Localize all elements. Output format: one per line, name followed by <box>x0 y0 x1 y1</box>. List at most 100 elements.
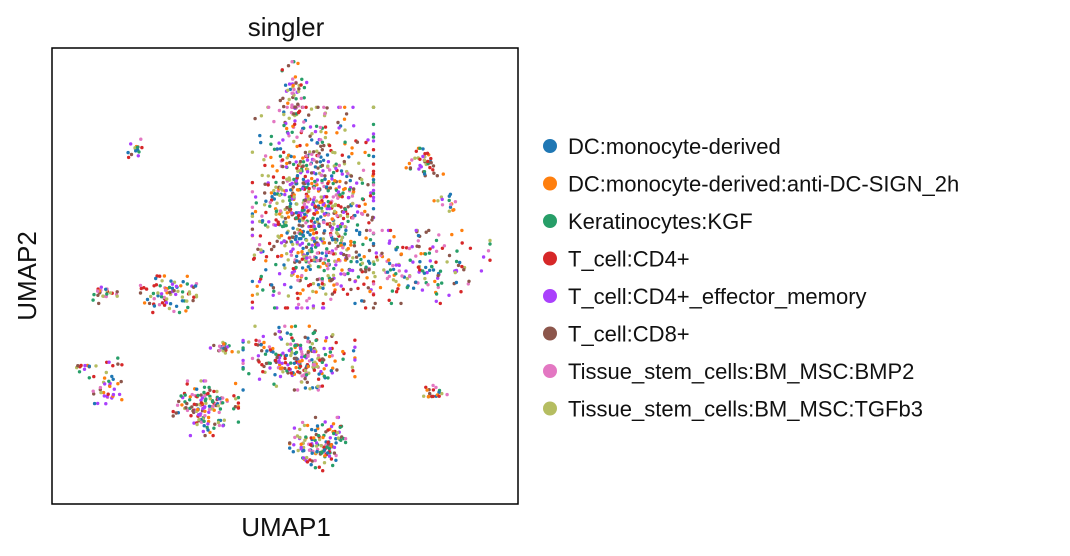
scatter-point <box>334 340 338 345</box>
scatter-point <box>289 285 293 289</box>
scatter-point <box>302 423 307 428</box>
scatter-point <box>294 97 298 101</box>
scatter-point <box>355 181 359 185</box>
scatter-point <box>324 363 328 367</box>
scatter-point <box>170 282 175 286</box>
scatter-point <box>287 116 291 121</box>
scatter-point <box>232 394 236 398</box>
scatter-point <box>112 387 117 391</box>
scatter-point <box>287 195 292 199</box>
scatter-point <box>430 264 434 269</box>
scatter-point <box>236 395 241 400</box>
scatter-point <box>101 294 105 298</box>
scatter-point <box>264 361 269 366</box>
scatter-point <box>306 194 310 198</box>
legend-marker <box>543 251 557 266</box>
scatter-point <box>432 171 436 175</box>
scatter-point <box>233 381 238 386</box>
scatter-point <box>424 265 428 270</box>
scatter-point <box>273 192 277 196</box>
scatter-point <box>350 194 355 198</box>
scatter-point <box>316 154 321 158</box>
scatter-point <box>316 283 321 287</box>
scatter-point <box>307 324 311 328</box>
scatter-point <box>394 248 398 252</box>
scatter-point <box>292 426 297 430</box>
scatter-point <box>309 171 314 175</box>
scatter-point <box>119 379 123 384</box>
scatter-point <box>296 188 300 192</box>
scatter-point <box>213 422 217 426</box>
scatter-point <box>364 236 368 240</box>
scatter-point <box>311 289 315 294</box>
scatter-point <box>323 454 327 458</box>
scatter-point <box>424 230 428 234</box>
scatter-point <box>137 150 141 154</box>
scatter-point <box>300 273 304 278</box>
scatter-point <box>368 289 372 294</box>
scatter-point <box>269 142 273 146</box>
scatter-point <box>275 201 279 205</box>
scatter-point <box>334 458 338 462</box>
scatter-point <box>327 241 332 245</box>
scatter-point <box>310 181 314 186</box>
scatter-point <box>296 302 301 307</box>
scatter-point <box>167 306 172 311</box>
scatter-point <box>217 423 222 428</box>
scatter-point <box>286 131 290 135</box>
scatter-point <box>295 240 299 244</box>
scatter-point <box>308 458 312 462</box>
scatter-point <box>165 297 169 301</box>
scatter-point <box>428 268 432 272</box>
legend-marker <box>543 364 557 378</box>
scatter-point <box>391 263 395 268</box>
scatter-point <box>303 386 308 390</box>
scatter-point <box>138 283 143 288</box>
scatter-point <box>299 447 303 451</box>
scatter-point <box>344 112 349 116</box>
scatter-point <box>199 401 204 405</box>
scatter-point <box>394 279 398 284</box>
scatter-point <box>108 291 113 295</box>
scatter-point <box>283 361 288 365</box>
scatter-point <box>306 265 310 269</box>
scatter-point <box>346 246 350 251</box>
scatter-point <box>185 408 190 413</box>
scatter-point <box>282 110 286 114</box>
scatter-point <box>357 161 361 165</box>
scatter-point <box>326 181 330 186</box>
scatter-point <box>331 181 335 186</box>
scatter-point <box>428 247 432 251</box>
scatter-point <box>371 241 376 246</box>
scatter-point <box>195 422 199 427</box>
scatter-point <box>206 428 210 432</box>
scatter-point <box>250 180 255 185</box>
legend-marker <box>543 289 557 303</box>
scatter-point <box>388 228 393 233</box>
scatter-point <box>371 195 376 200</box>
scatter-point <box>309 463 313 467</box>
scatter-point <box>282 239 287 243</box>
scatter-point <box>271 286 276 290</box>
plot-frame <box>51 47 519 505</box>
scatter-point <box>322 358 326 362</box>
scatter-point <box>341 246 345 250</box>
scatter-point <box>170 286 175 290</box>
scatter-point <box>298 343 303 347</box>
scatter-point <box>280 253 284 258</box>
scatter-point <box>368 228 372 233</box>
scatter-point <box>207 407 212 412</box>
scatter-point <box>264 268 268 272</box>
scatter-point <box>306 364 310 369</box>
scatter-point <box>291 267 295 271</box>
scatter-point <box>305 306 310 310</box>
scatter-point <box>369 191 373 195</box>
legend-marker <box>543 214 557 228</box>
scatter-point <box>342 210 346 214</box>
scatter-point <box>282 104 286 109</box>
scatter-point <box>291 226 295 230</box>
scatter-point <box>120 363 124 367</box>
scatter-point <box>190 392 194 397</box>
scatter-point <box>437 233 441 237</box>
scatter-point <box>371 154 376 159</box>
